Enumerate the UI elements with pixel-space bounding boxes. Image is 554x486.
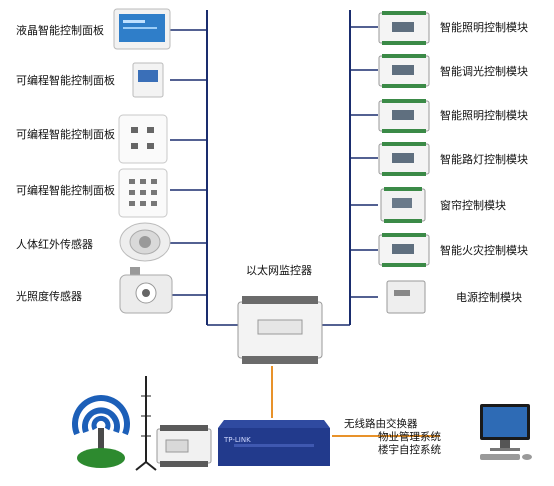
property-system-label: 物业管理系统 bbox=[378, 431, 441, 443]
module-label: 窗帘控制模块 bbox=[440, 199, 506, 212]
device-label: 人体红外传感器 bbox=[16, 238, 93, 251]
button-panel-icon bbox=[118, 114, 168, 164]
module-label: 电源控制模块 bbox=[456, 291, 522, 304]
programmable-panel-icon bbox=[132, 62, 164, 98]
curtain-module-icon bbox=[380, 187, 426, 223]
street-light-module-icon bbox=[378, 142, 430, 176]
router-label: 无线路由交换器 bbox=[344, 418, 418, 430]
device-label: 可编程智能控制面板 bbox=[16, 184, 115, 197]
lighting-module-icon bbox=[378, 11, 430, 45]
switch-brand-label: TP-LINK bbox=[223, 436, 251, 444]
ethernet-monitor-icon bbox=[237, 296, 323, 364]
ethernet-monitor-label: 以太网监控器 bbox=[246, 264, 312, 277]
wifi-signal-icon bbox=[72, 395, 130, 468]
device-label: 光照度传感器 bbox=[16, 290, 82, 303]
lcd-panel-icon bbox=[113, 8, 171, 50]
module-label: 智能火灾控制模块 bbox=[440, 244, 528, 257]
device-label: 液晶智能控制面板 bbox=[16, 24, 104, 37]
module-label: 智能照明控制模块 bbox=[440, 21, 528, 34]
computer-icon bbox=[480, 404, 532, 460]
module-label: 智能照明控制模块 bbox=[440, 109, 528, 122]
power-module-icon bbox=[386, 280, 426, 314]
antenna-icon bbox=[135, 376, 157, 471]
infrared-sensor-icon bbox=[119, 222, 171, 262]
fire-module-icon bbox=[378, 233, 430, 267]
lighting-module-icon bbox=[378, 99, 430, 133]
device-label: 可编程智能控制面板 bbox=[16, 74, 115, 87]
light-sensor-icon bbox=[119, 267, 173, 314]
device-label: 可编程智能控制面板 bbox=[16, 128, 115, 141]
network-switch-icon: TP-LINK bbox=[218, 420, 330, 466]
building-system-label: 楼宇自控系统 bbox=[378, 444, 441, 456]
dimming-module-icon bbox=[378, 54, 430, 88]
module-label: 智能路灯控制模块 bbox=[440, 153, 528, 166]
button-panel-icon bbox=[118, 168, 168, 218]
module-label: 智能调光控制模块 bbox=[440, 65, 528, 78]
wireless-controller-icon bbox=[156, 425, 212, 467]
